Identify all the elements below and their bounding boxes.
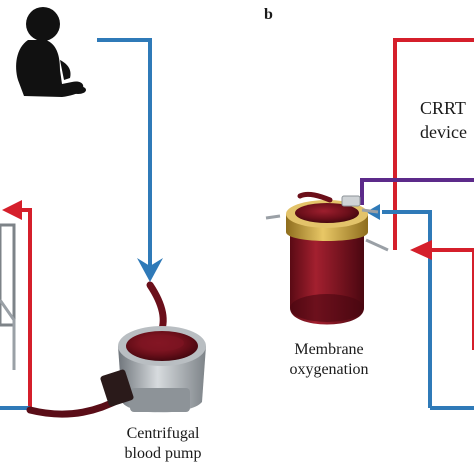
centrifugal-pump-label-line2: blood pump <box>124 445 202 462</box>
panel-letter-b: b <box>264 6 273 23</box>
crrt-device-label: CRRT device <box>420 96 467 144</box>
centrifugal-pump-icon <box>100 326 206 413</box>
arrow-down-blue <box>137 258 163 282</box>
centrifugal-pump-label-line1: Centrifugal <box>126 425 200 442</box>
crrt-device-label-line2: device <box>420 122 467 142</box>
venous-line-blue-b <box>382 210 432 408</box>
centrifugal-pump-label: Centrifugal blood pump <box>113 424 213 464</box>
crrt-device-label-line1: CRRT <box>420 98 466 118</box>
venous-line-blue <box>97 38 152 270</box>
membrane-oxygenation-label: Membrane oxygenation <box>274 340 384 380</box>
membrane-oxygenator-icon <box>265 191 389 325</box>
crrt-line-purple <box>360 178 474 205</box>
left-device-cropped <box>0 223 16 370</box>
membrane-oxygenation-label-line2: oxygenation <box>289 361 369 378</box>
infant-silhouette-icon <box>16 7 86 97</box>
membrane-oxygenation-label-line1: Membrane <box>294 341 364 358</box>
arterial-line-red-b-top <box>393 38 474 250</box>
